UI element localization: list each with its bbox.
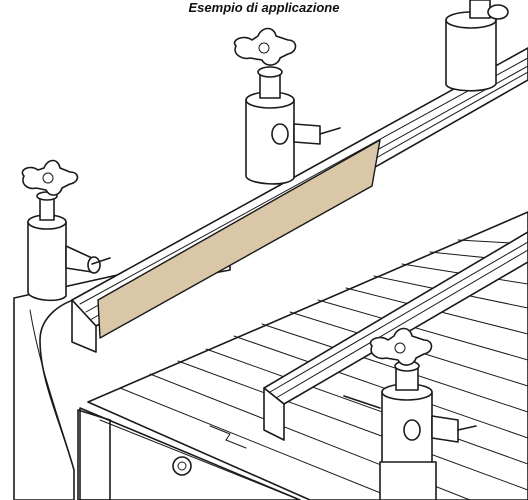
star-knob-left[interactable] bbox=[21, 159, 79, 196]
bracket-center bbox=[245, 66, 321, 185]
bracket-left bbox=[27, 191, 101, 302]
cross-rods bbox=[91, 127, 477, 431]
bracket-front bbox=[379, 360, 459, 500]
guide-rail-right bbox=[263, 231, 528, 441]
star-knob-center[interactable] bbox=[233, 27, 297, 66]
guide-strip bbox=[97, 139, 381, 339]
figure-caption: Esempio di applicazione bbox=[0, 0, 528, 16]
star-knob-front[interactable] bbox=[369, 327, 433, 366]
figure-caption-text: Esempio di applicazione bbox=[188, 0, 340, 15]
chain-guide-block bbox=[79, 407, 301, 500]
bracket-back bbox=[445, 0, 509, 92]
